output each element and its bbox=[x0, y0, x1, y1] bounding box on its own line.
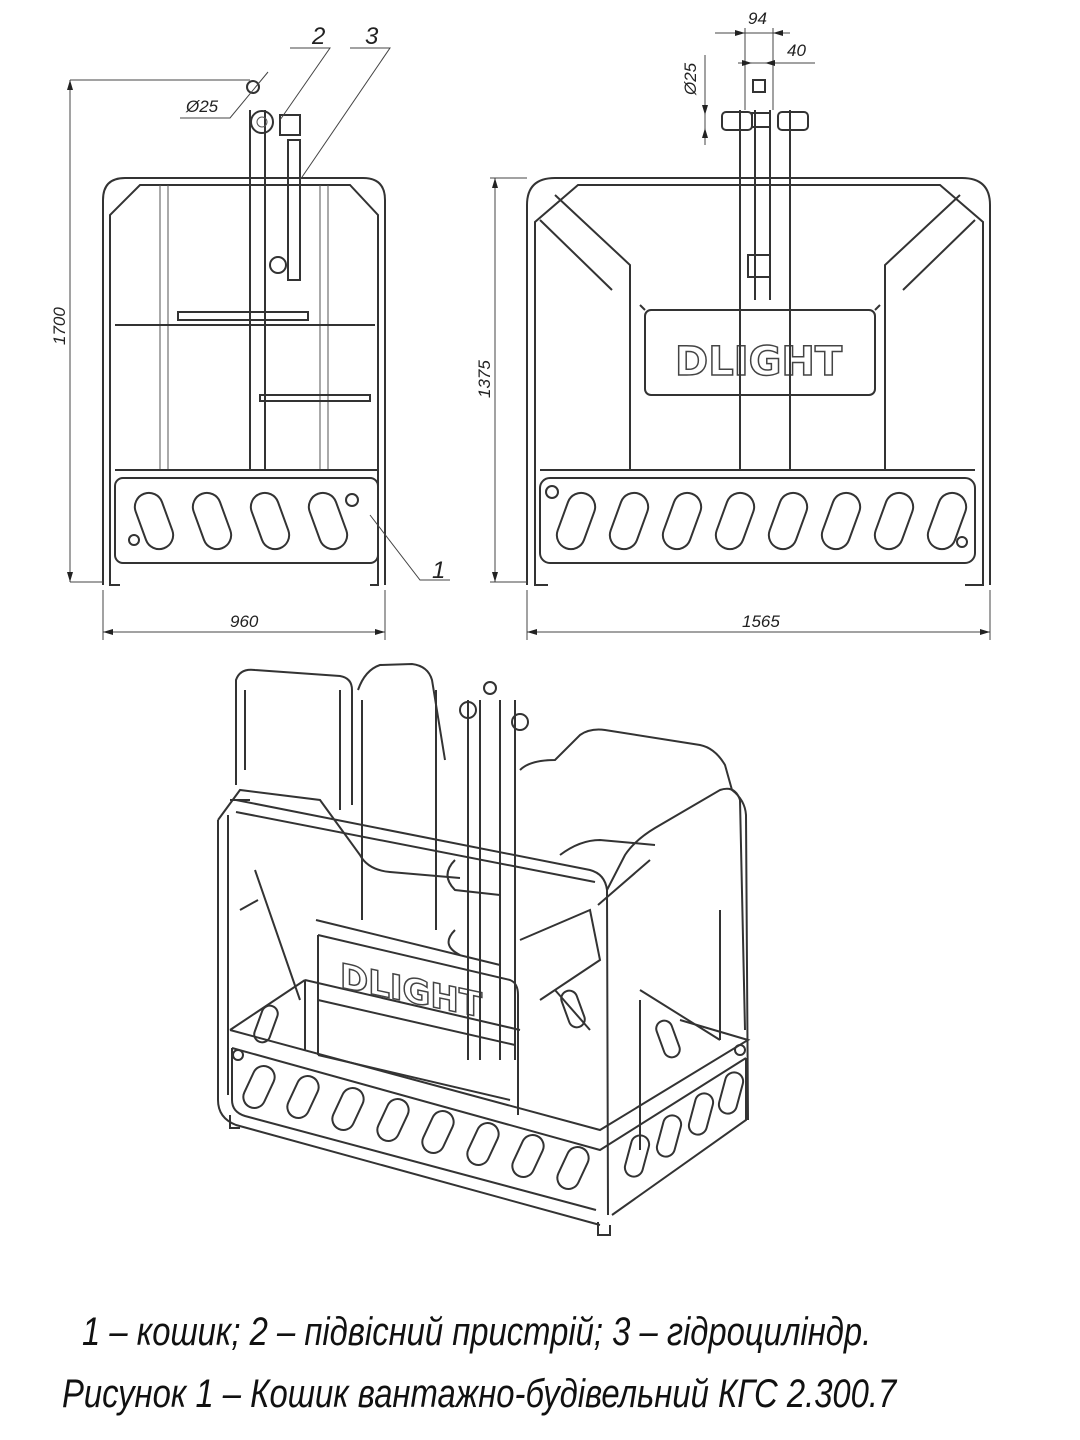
front-slots bbox=[133, 491, 349, 551]
front-view: 1700 960 Ø25 2 3 1 bbox=[50, 23, 450, 640]
dim-height-front: 1700 bbox=[50, 307, 69, 345]
dim-height-side: 1375 bbox=[475, 360, 494, 398]
side-logo: DLIGHT bbox=[675, 339, 843, 385]
dim-width-front: 960 bbox=[230, 612, 259, 631]
dim-pin-front: Ø25 bbox=[185, 97, 219, 116]
callout-3: 3 bbox=[365, 23, 379, 50]
caption-title: Рисунок 1 – Кошик вантажно-будівельний К… bbox=[62, 1372, 897, 1416]
caption-legend: 1 – кошик; 2 – підвісний пристрій; 3 – г… bbox=[82, 1310, 872, 1354]
callout-2: 2 bbox=[311, 23, 325, 50]
isometric-view: DLIGHT bbox=[217, 662, 751, 1236]
dim-40: 40 bbox=[787, 41, 806, 60]
dim-94: 94 bbox=[748, 9, 767, 28]
iso-front-slots bbox=[242, 1065, 590, 1190]
side-slots bbox=[555, 491, 968, 551]
dim-pin-side: Ø25 bbox=[681, 62, 700, 96]
iso-side-slots bbox=[253, 989, 745, 1178]
callout-1: 1 bbox=[432, 557, 445, 584]
side-view: DLIGHT 1375 1565 94 40 bbox=[475, 9, 991, 640]
iso-logo: DLIGHT bbox=[340, 957, 483, 1027]
dim-width-side: 1565 bbox=[742, 612, 780, 631]
